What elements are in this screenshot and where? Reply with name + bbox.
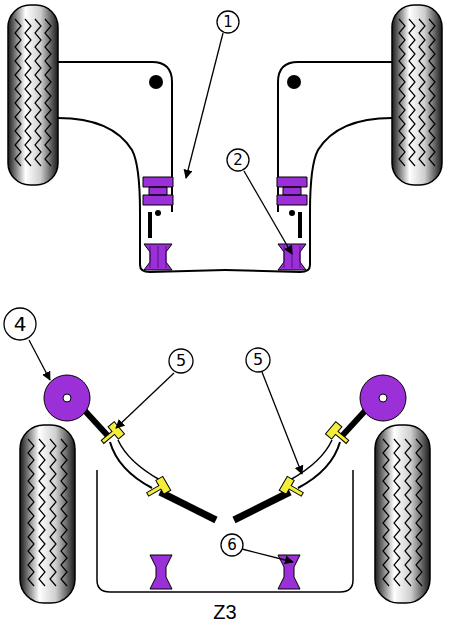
callout-text: 2 [233,153,243,168]
callout-text: 4 [14,314,27,334]
callout-text: 6 [227,538,237,553]
front-wishbone [58,62,225,272]
callout-number: 5 [245,347,271,373]
callout-text: 1 [223,15,233,30]
callout-number: 4 [3,307,37,341]
callout-number: 6 [220,533,244,557]
callout-number: 1 [216,10,240,34]
leader-line [29,33,302,562]
callout-number: 2 [226,148,250,172]
model-label: Z3 [213,601,236,624]
callout-text: 5 [176,353,186,369]
rear-trailing-arm [44,375,225,592]
tyre [8,5,442,603]
callout-text: 5 [253,352,263,368]
callout-number: 5 [168,348,194,374]
tyre-tread [15,19,435,586]
